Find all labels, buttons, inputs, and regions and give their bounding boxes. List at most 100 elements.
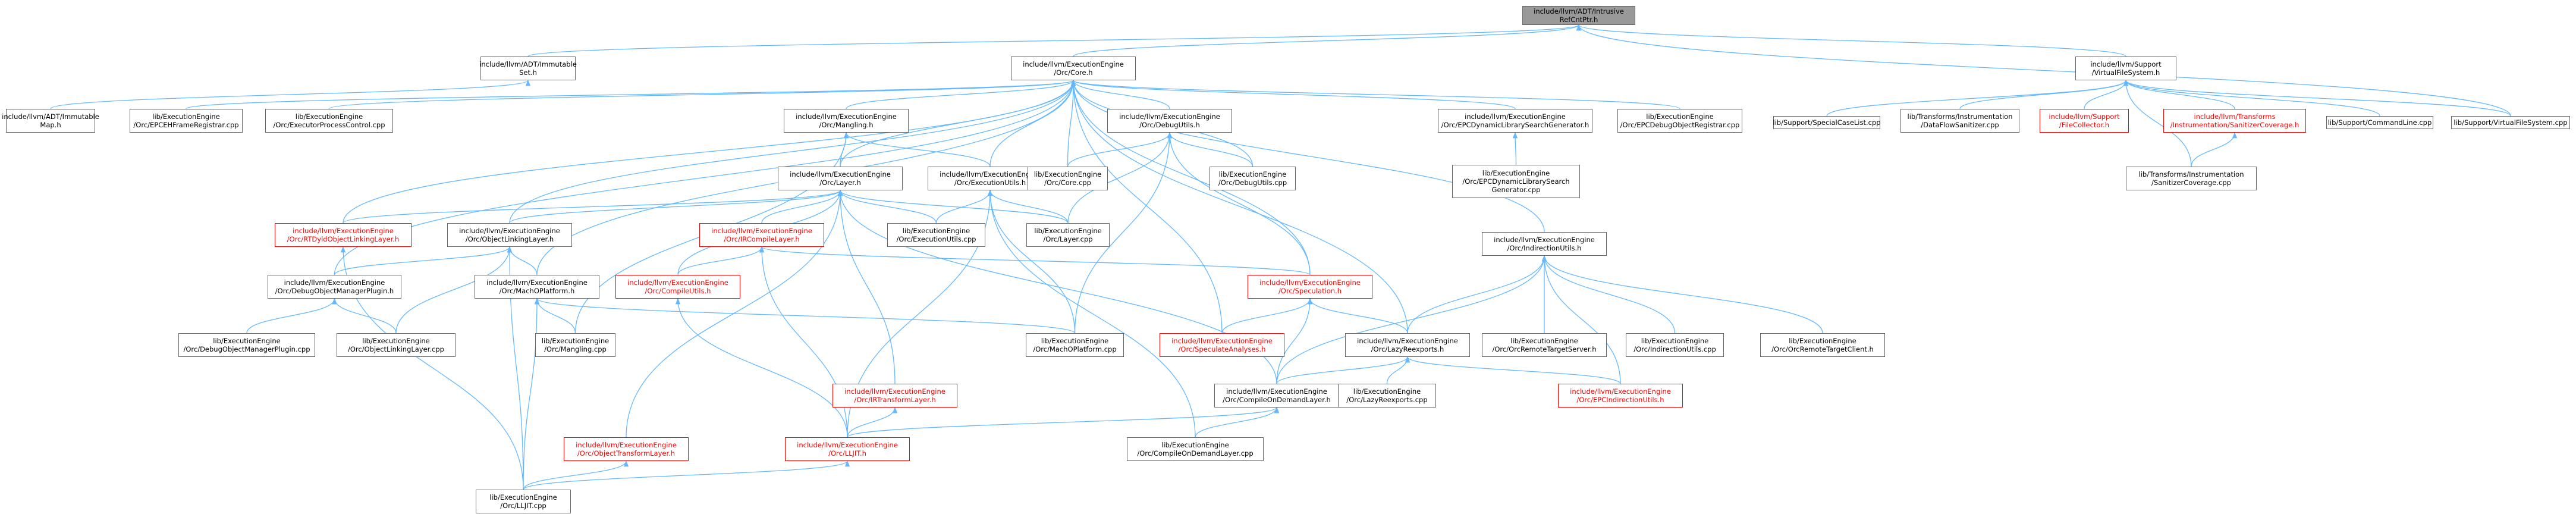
graph-node-remoteserver[interactable]: lib/ExecutionEngine/Orc/OrcRemoteTargetS… xyxy=(1482,333,1607,357)
node-label-line: /Orc/IRTransformLayer.h xyxy=(854,396,936,404)
node-label-line: include/llvm/ExecutionEngine xyxy=(1226,387,1327,396)
node-label-line: lib/ExecutionEngine xyxy=(489,493,557,502)
graph-node-objtransform-h[interactable]: include/llvm/ExecutionEngine/Orc/ObjectT… xyxy=(564,437,689,461)
graph-node-rtdyld-h[interactable]: include/llvm/ExecutionEngine/Orc/RTDyldO… xyxy=(275,223,411,247)
graph-node-compileutils-h[interactable]: include/llvm/ExecutionEngine/Orc/Compile… xyxy=(615,275,740,299)
graph-node-spec-h[interactable]: include/llvm/ExecutionEngine/Orc/Specula… xyxy=(1248,275,1372,299)
node-label-line: lib/ExecutionEngine xyxy=(152,112,220,121)
graph-node-executils-cpp[interactable]: lib/ExecutionEngine/Orc/ExecutionUtils.c… xyxy=(887,223,985,247)
graph-node-debugobj-h[interactable]: include/llvm/ExecutionEngine/Orc/DebugOb… xyxy=(268,275,401,299)
graph-node-epcdyn-h[interactable]: include/llvm/ExecutionEngine/Orc/EPCDyna… xyxy=(1438,109,1592,133)
node-label-line: /Orc/OrcRemoteTargetServer.h xyxy=(1492,345,1597,353)
node-label-line: /Orc/OrcRemoteTargetClient.h xyxy=(1771,345,1874,353)
graph-node-indirect-cpp[interactable]: lib/ExecutionEngine/Orc/IndirectionUtils… xyxy=(1626,333,1724,357)
graph-node-specialcase[interactable]: lib/Support/SpecialCaseList.cpp xyxy=(1773,116,1881,129)
node-label-line: include/llvm/ExecutionEngine xyxy=(711,227,812,235)
graph-node-sancov-h[interactable]: include/llvm/Transforms/Instrumentation/… xyxy=(2163,109,2306,133)
graph-node-dfsan[interactable]: lib/Transforms/Instrumentation/DataFlowS… xyxy=(1900,109,2019,133)
edge-lljit-h-to-irtransform-h xyxy=(847,406,898,438)
node-label-line: /Orc/ObjectTransformLayer.h xyxy=(577,449,676,457)
edge-epcindirect-h-to-lazy-h xyxy=(1405,356,1621,384)
node-label-line: lib/ExecutionEngine xyxy=(295,112,363,121)
edge-executils-cpp-to-layer-h xyxy=(837,189,937,224)
node-label-line: include/llvm/ExecutionEngine xyxy=(1494,236,1595,244)
node-label-line: /Orc/LLJIT.h xyxy=(828,449,866,457)
node-label-line: /Orc/IndirectionUtils.cpp xyxy=(1633,345,1716,353)
graph-node-lljit-h[interactable]: include/llvm/ExecutionEngine/Orc/LLJIT.h xyxy=(785,437,910,461)
graph-node-debugutils-h[interactable]: include/llvm/ExecutionEngine/Orc/DebugUt… xyxy=(1107,109,1232,133)
node-label-line: /Orc/MachOPlatform.cpp xyxy=(1033,345,1117,353)
graph-node-filecollector[interactable]: include/llvm/Support/FileCollector.h xyxy=(2040,109,2129,133)
node-label-line: /Orc/CompileOnDemandLayer.h xyxy=(1223,396,1331,404)
graph-node-mangling-cpp[interactable]: lib/ExecutionEngine/Orc/Mangling.cpp xyxy=(535,333,615,357)
edge-immmap-to-immset xyxy=(50,79,530,109)
graph-node-ehframe[interactable]: lib/ExecutionEngine/Orc/EPCEHFrameRegist… xyxy=(130,109,243,133)
edge-epcdyn-cpp-to-epcdyn-h xyxy=(1512,131,1518,165)
graph-node-lazy-h[interactable]: include/llvm/ExecutionEngine/Orc/LazyRee… xyxy=(1345,333,1470,357)
graph-node-cmdline[interactable]: lib/Support/CommandLine.cpp xyxy=(2326,116,2433,129)
graph-node-epcindirect-h[interactable]: include/llvm/ExecutionEngine/Orc/EPCIndi… xyxy=(1558,384,1683,408)
graph-node-objlink-h[interactable]: include/llvm/ExecutionEngine/Orc/ObjectL… xyxy=(447,223,572,247)
edge-executils-h-to-core xyxy=(989,79,1076,167)
graph-node-mangling-h[interactable]: include/llvm/ExecutionEngine/Orc/Manglin… xyxy=(784,109,909,133)
graph-node-indirect-h[interactable]: include/llvm/ExecutionEngine/Orc/Indirec… xyxy=(1482,232,1607,256)
graph-node-vfs[interactable]: include/llvm/Support/VirtualFileSystem.h xyxy=(2075,57,2176,80)
graph-node-debugobj-cpp[interactable]: lib/ExecutionEngine/Orc/DebugObjectManag… xyxy=(178,333,315,357)
edge-vfs-to-root xyxy=(1576,24,2126,57)
node-label-line: Generator.cpp xyxy=(1491,186,1541,194)
node-label-line: lib/ExecutionEngine xyxy=(213,337,281,345)
node-label-line: /Orc/DebugObjectManagerPlugin.h xyxy=(275,287,394,295)
edge-spec-h-to-core xyxy=(1070,79,1311,275)
edge-debugutils-cpp-to-debugutils-h xyxy=(1167,131,1254,167)
node-label-line: /Orc/EPCEHFrameRegistrar.cpp xyxy=(133,121,239,129)
graph-node-specanal-h[interactable]: include/llvm/ExecutionEngine/Orc/Specula… xyxy=(1160,333,1284,357)
edge-executils-h-to-mangling-h xyxy=(843,131,991,167)
node-label-line: lib/ExecutionEngine xyxy=(1646,112,1714,121)
node-label-line: include/llvm/ADT/Immutable xyxy=(479,60,577,68)
node-label-line: include/llvm/Transforms xyxy=(2194,112,2276,121)
graph-node-objlink-cpp[interactable]: lib/ExecutionEngine/Orc/ObjectLinkingLay… xyxy=(337,333,455,357)
graph-node-core-cpp[interactable]: lib/ExecutionEngine/Orc/Core.cpp xyxy=(1028,167,1108,190)
edge-lljit-cpp-to-lljit-h xyxy=(523,460,850,490)
graph-node-compileondemand-h[interactable]: include/llvm/ExecutionEngine/Orc/Compile… xyxy=(1214,384,1339,408)
edge-compileondemand-h-to-spec-h xyxy=(1276,297,1313,384)
edge-objlink-cpp-to-objlink-h xyxy=(395,246,513,334)
graph-node-sancov-cpp[interactable]: lib/Transforms/Instrumentation/Sanitizer… xyxy=(2126,167,2257,190)
node-label-line: /Instrumentation/SanitizerCoverage.h xyxy=(2170,121,2299,129)
graph-node-irtransform-h[interactable]: include/llvm/ExecutionEngine/Orc/IRTrans… xyxy=(833,384,957,408)
graph-node-epcdyn-cpp[interactable]: lib/ExecutionEngine/Orc/EPCDynamicLibrar… xyxy=(1452,165,1580,198)
graph-node-vfs-cpp[interactable]: lib/Support/VirtualFileSystem.cpp xyxy=(2451,116,2570,129)
graph-node-macho-h[interactable]: include/llvm/ExecutionEngine/Orc/MachOPl… xyxy=(475,275,599,299)
node-label-line: /DataFlowSanitizer.cpp xyxy=(1921,121,1999,129)
edge-epcdebug-cpp-to-core xyxy=(1071,79,1680,109)
edge-compileondemand-h-to-lazy-h xyxy=(1276,356,1410,384)
edge-compileondemand-cpp-to-executils-h xyxy=(987,189,1196,438)
graph-node-debugutils-cpp[interactable]: lib/ExecutionEngine/Orc/DebugUtils.cpp xyxy=(1210,167,1296,190)
graph-node-lazy-cpp[interactable]: lib/ExecutionEngine/Orc/LazyReexports.cp… xyxy=(1338,384,1436,408)
graph-node-macho-cpp[interactable]: lib/ExecutionEngine/Orc/MachOPlatform.cp… xyxy=(1026,333,1124,357)
graph-node-execproc[interactable]: lib/ExecutionEngine/Orc/ExecutorProcessC… xyxy=(265,109,393,133)
node-label-line: lib/ExecutionEngine xyxy=(902,227,970,235)
graph-node-layer-h[interactable]: include/llvm/ExecutionEngine/Orc/Layer.h xyxy=(778,167,903,190)
graph-node-compileondemand-cpp[interactable]: lib/ExecutionEngine/Orc/CompileOnDemandL… xyxy=(1127,437,1264,461)
edge-ircompile-h-to-layer-h xyxy=(761,189,843,224)
node-label-line: include/llvm/ExecutionEngine xyxy=(1357,337,1458,345)
graph-node-core[interactable]: include/llvm/ExecutionEngine/Orc/Core.h xyxy=(1011,57,1136,80)
edge-lljit-cpp-to-objtransform-h xyxy=(523,460,629,490)
edge-macho-cpp-to-macho-h xyxy=(535,297,1076,334)
graph-node-layer-cpp[interactable]: lib/ExecutionEngine/Orc/Layer.cpp xyxy=(1026,223,1110,247)
node-label-line: include/llvm/ExecutionEngine xyxy=(459,227,560,235)
graph-node-epcdebug-cpp[interactable]: lib/ExecutionEngine/Orc/EPCDebugObjectRe… xyxy=(1617,109,1742,133)
node-label-line: Map.h xyxy=(40,121,61,129)
node-label-line: /Orc/Core.h xyxy=(1054,68,1093,77)
graph-node-lljit-cpp[interactable]: lib/ExecutionEngine/Orc/LLJIT.cpp xyxy=(476,490,571,513)
node-label-line: lib/Transforms/Instrumentation xyxy=(1907,112,2013,121)
graph-node-remoteclient[interactable]: lib/ExecutionEngine/Orc/OrcRemoteTargetC… xyxy=(1760,333,1885,357)
edge-vfs-cpp-to-root xyxy=(1576,24,2511,117)
node-label-line: include/llvm/ADT/Immutable xyxy=(2,112,99,121)
graph-node-ircompile-h[interactable]: include/llvm/ExecutionEngine/Orc/IRCompi… xyxy=(699,223,824,247)
